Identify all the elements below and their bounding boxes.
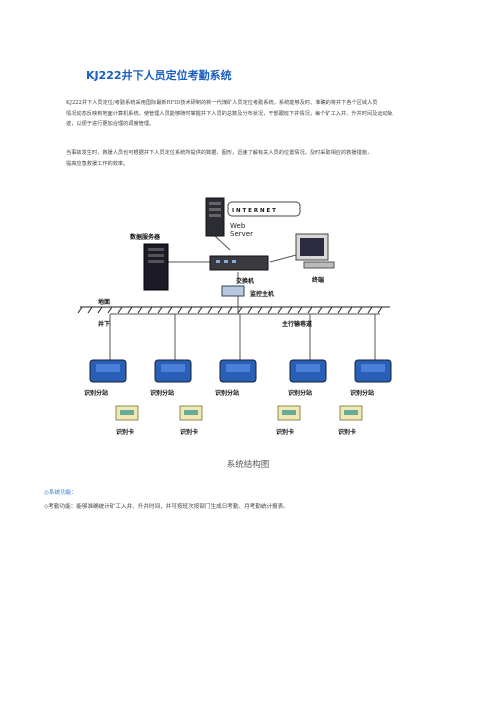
internet-label: I N T E R N E T: [232, 208, 276, 214]
monitor-host-icon: [221, 285, 245, 297]
card-icon-2: [179, 405, 203, 421]
data-server-icon: [143, 243, 169, 291]
substation-label-4: 识别分站: [288, 389, 312, 397]
document-title: KJ222井下人员定位考勤系统: [86, 69, 232, 82]
underground-label: 井下: [98, 320, 110, 328]
terminal-label: 终端: [311, 276, 324, 284]
card-label-2: 识别卡: [180, 428, 198, 436]
system-architecture-diagram: Web Server I N T E R N E T 数据服务器 交换机 终端 …: [77, 197, 392, 436]
features-heading: ◎系统功能：: [44, 490, 77, 496]
card-label-1: 识别卡: [116, 428, 134, 436]
card-label-3: 识别卡: [276, 428, 294, 436]
card-label-4: 识别卡: [338, 428, 356, 436]
card-icon-3: [277, 405, 301, 421]
intro-paragraph: KJ222井下人员定位/考勤系统采用国际最新RFID技术研制的新一代煤矿人员定位…: [66, 100, 393, 127]
card-icon-1: [115, 405, 139, 421]
ground-label: 地面: [98, 298, 110, 306]
web-server-icon: [205, 197, 225, 237]
card-icon-4: [339, 405, 363, 421]
diagram-caption: 系统结构图: [226, 460, 270, 470]
emergency-paragraph: 当事故发生时，救援人员也可根据井下人员定位系统所提供的数据、图形，迅速了解有关人…: [66, 150, 373, 167]
substation-icon-1: [89, 359, 127, 383]
substation-icon-2: [154, 359, 192, 383]
substation-label-3: 识别分站: [215, 389, 239, 397]
feature-item-attendance: ◇考勤功能：能够准确统计矿工入井、升井时间，并可按班次按部门生成日考勤、月考勤统…: [44, 504, 289, 510]
server-label: Server: [230, 230, 253, 238]
terminal-icon: [295, 233, 335, 269]
substation-label-2: 识别分站: [150, 389, 174, 397]
web-label: Web: [230, 222, 246, 230]
internet-cloud: [227, 201, 301, 217]
ground-line: [77, 306, 390, 314]
substation-label-5: 识别分站: [350, 389, 374, 397]
main-tunnel-label: 主行输巷道: [282, 320, 312, 328]
substation-icon-4: [289, 359, 327, 383]
switch-label: 交换机: [236, 277, 254, 285]
switch-icon: [209, 255, 269, 271]
substation-icon-5: [354, 359, 392, 383]
monitor-host-label: 监控主机: [250, 290, 274, 298]
data-server-label: 数据服务器: [130, 233, 161, 241]
substation-label-1: 识别分站: [84, 389, 108, 397]
substation-icon-3: [219, 359, 257, 383]
